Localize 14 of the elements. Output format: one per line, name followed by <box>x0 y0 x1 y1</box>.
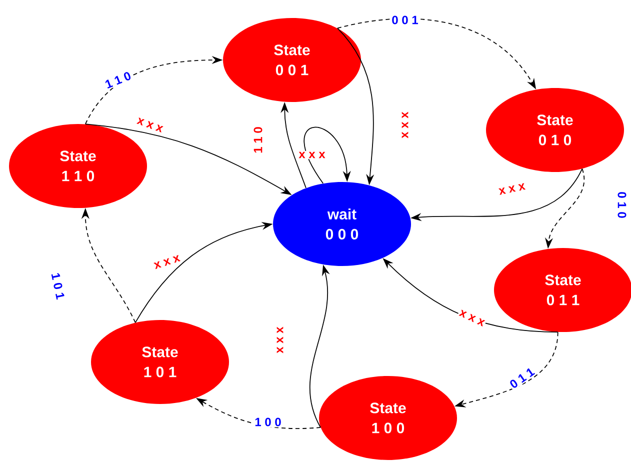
edge-label: x x x <box>457 308 487 328</box>
edge-label: 1 1 0 <box>252 126 264 154</box>
edge-label: x x x <box>298 150 326 160</box>
edge-label: x x x <box>152 254 182 270</box>
edge-label: 0 1 0 <box>616 190 628 220</box>
edge-label: 1 0 0 <box>254 416 282 428</box>
edge-label: x x x <box>400 110 410 140</box>
edge-label: x x x <box>497 182 527 196</box>
edge-label: 0 1 1 <box>507 365 537 391</box>
edge-label: 0 0 1 <box>390 14 420 26</box>
edge-label: 1 1 0 <box>102 70 134 90</box>
edge-label: 1 0 1 <box>50 270 66 302</box>
edge-label: x x x <box>276 326 284 354</box>
arrow <box>304 126 351 184</box>
